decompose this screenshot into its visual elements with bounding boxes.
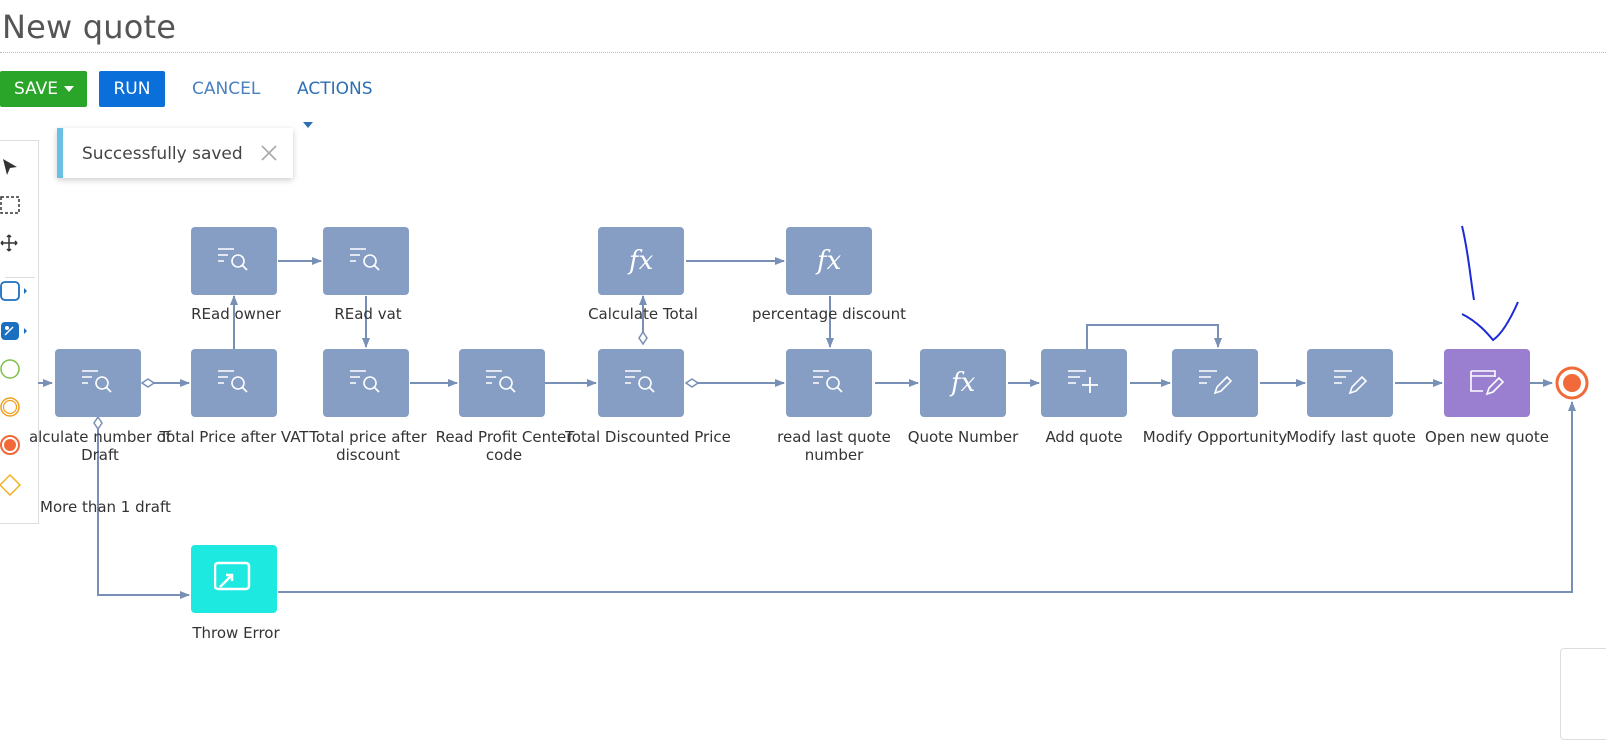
open-page-edit-icon <box>1470 370 1505 396</box>
read-data-icon <box>350 370 380 393</box>
add-data-icon <box>1068 370 1098 393</box>
read-data-icon <box>625 370 655 393</box>
label-quote-number: Quote Number <box>907 428 1019 446</box>
node-modify-opportunity[interactable] <box>1172 349 1258 417</box>
label-modify-last-quote: Modify last quote <box>1286 428 1416 446</box>
node-open-new-quote[interactable] <box>1444 349 1530 417</box>
label-read-owner: REad owner <box>191 305 281 323</box>
label-calculate-total: Calculate Total <box>588 305 698 323</box>
formula-icon: fx <box>949 368 976 398</box>
svg-text:fx: fx <box>815 246 842 276</box>
label-open-new-quote: Open new quote <box>1425 428 1549 446</box>
toast-message: Successfully saved <box>82 144 243 164</box>
node-calculate-total[interactable]: fx <box>598 227 684 295</box>
actions-button[interactable]: ACTIONS <box>297 71 373 128</box>
label-total-discounted-price: Total Discounted Price <box>565 428 731 446</box>
label-percentage-discount: percentage discount <box>752 305 906 323</box>
chevron-down-icon <box>303 122 313 128</box>
node-total-price-vat[interactable] <box>191 349 277 417</box>
formula-icon: fx <box>627 246 654 276</box>
label-read-last-quote-number: read last quote number <box>777 428 891 464</box>
move-tool-icon[interactable] <box>0 231 29 261</box>
user-task-element-icon[interactable] <box>0 317 39 347</box>
label-throw-error: Throw Error <box>192 624 280 642</box>
actions-label: ACTIONS <box>297 79 373 99</box>
chevron-down-icon <box>64 86 75 92</box>
task-element-icon[interactable] <box>0 277 39 307</box>
label-total-price-vat: Total Price after VAT <box>159 428 309 446</box>
element-palette <box>0 140 39 524</box>
success-toast: Successfully saved <box>57 128 293 178</box>
label-modify-opportunity: Modify Opportunity <box>1142 428 1288 446</box>
save-label: SAVE <box>14 79 59 99</box>
annotation-arrowhead <box>1461 301 1519 342</box>
close-icon[interactable] <box>258 142 280 164</box>
label-add-quote: Add quote <box>1045 428 1123 446</box>
svg-text:fx: fx <box>949 368 976 398</box>
open-page-icon <box>214 561 251 591</box>
title-divider <box>0 52 1606 53</box>
lasso-select-icon[interactable] <box>0 191 29 221</box>
end-event-icon[interactable] <box>0 431 29 461</box>
node-quote-number[interactable]: fx <box>920 349 1006 417</box>
page-title: New quote <box>2 8 177 46</box>
palette-divider <box>5 277 35 278</box>
node-total-price-after-discount[interactable] <box>323 349 409 417</box>
node-read-profit-center[interactable] <box>459 349 545 417</box>
node-calculate-drafts[interactable] <box>55 349 141 417</box>
save-button[interactable]: SAVE <box>0 71 87 107</box>
start-event-icon[interactable] <box>0 355 29 385</box>
minimap-panel[interactable] <box>1560 648 1606 740</box>
node-throw-error[interactable] <box>191 545 277 613</box>
gateway-element-icon[interactable] <box>0 471 29 501</box>
run-button[interactable]: RUN <box>99 71 165 107</box>
node-modify-last-quote[interactable] <box>1307 349 1393 417</box>
read-data-icon <box>350 248 380 271</box>
node-read-vat[interactable] <box>323 227 409 295</box>
label-read-vat: REad vat <box>334 305 402 323</box>
node-read-owner[interactable] <box>191 227 277 295</box>
read-data-icon <box>218 370 248 393</box>
modify-data-icon <box>1334 370 1368 395</box>
node-percentage-discount[interactable]: fx <box>786 227 872 295</box>
intermediate-event-icon[interactable] <box>0 393 29 423</box>
label-calculate-drafts: alculate number of Draft <box>28 428 172 464</box>
node-add-quote[interactable] <box>1041 349 1127 417</box>
cancel-button[interactable]: CANCEL <box>192 79 261 99</box>
read-data-icon <box>486 370 516 393</box>
svg-text:fx: fx <box>627 246 654 276</box>
read-data-icon <box>82 370 112 393</box>
node-read-last-quote-number[interactable] <box>786 349 872 417</box>
label-read-profit-center: Read Profit Center code <box>435 428 573 464</box>
annotation-stroke <box>1461 225 1475 301</box>
pointer-tool-icon[interactable] <box>0 155 29 185</box>
formula-icon: fx <box>815 246 842 276</box>
modify-data-icon <box>1199 370 1233 395</box>
node-total-discounted-price[interactable] <box>598 349 684 417</box>
label-total-price-after-discount: Total price after discount <box>309 428 427 464</box>
gateway-condition-label: More than 1 draft <box>40 498 171 516</box>
read-data-icon <box>813 370 843 393</box>
read-data-icon <box>218 248 248 271</box>
